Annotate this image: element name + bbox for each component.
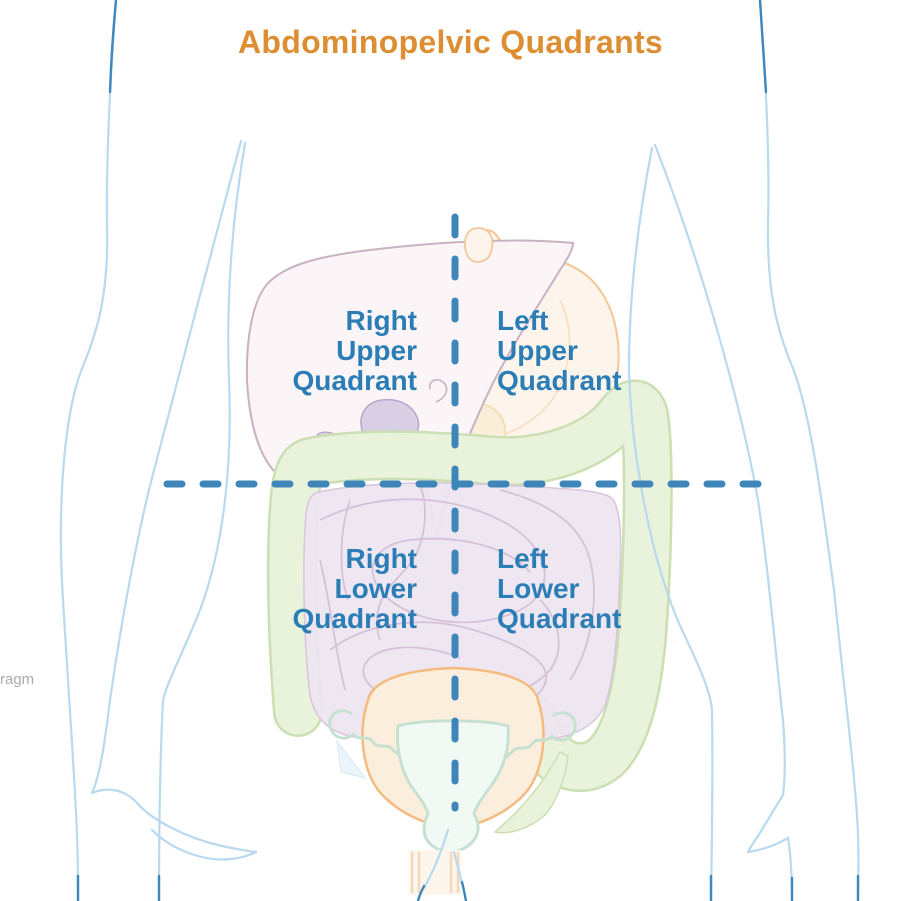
label-right-upper-quadrant: Right Upper Quadrant: [293, 306, 417, 396]
label-line: Right: [345, 543, 417, 574]
clipped-edge-label: ragm: [0, 671, 35, 688]
label-line: Upper: [497, 335, 578, 366]
colon-fill: [269, 382, 671, 790]
label-line: Left: [497, 543, 549, 574]
label-line: Quadrant: [292, 603, 417, 634]
vaginal-canal: [409, 850, 461, 895]
label-left-lower-quadrant: Left Lower Quadrant: [497, 544, 621, 634]
label-line: Lower: [334, 573, 417, 604]
label-line: Quadrant: [292, 365, 417, 396]
label-line: Left: [497, 305, 549, 336]
fallopian-tube-left: [328, 709, 401, 758]
stomach-inner-curve: [487, 299, 571, 439]
vagina-funnel-shape: [396, 719, 510, 854]
fallopian-tube-right: [504, 711, 577, 760]
label-line: Upper: [336, 335, 417, 366]
label-left-upper-quadrant: Left Upper Quadrant: [497, 306, 621, 396]
label-line: Quadrant: [497, 365, 622, 396]
body-outline: [59, 0, 860, 901]
ligament-wedge-shape: [336, 739, 367, 779]
label-line: Quadrant: [497, 603, 622, 634]
liver-curl-detail: [428, 379, 448, 403]
label-line: Right: [345, 305, 417, 336]
label-right-lower-quadrant: Right Lower Quadrant: [293, 544, 417, 634]
diagram-title: Abdominopelvic Quadrants: [237, 24, 664, 60]
sigmoid-wedge-shape: [493, 751, 569, 834]
label-line: Lower: [497, 573, 580, 604]
esophagus-shape: [463, 227, 494, 263]
